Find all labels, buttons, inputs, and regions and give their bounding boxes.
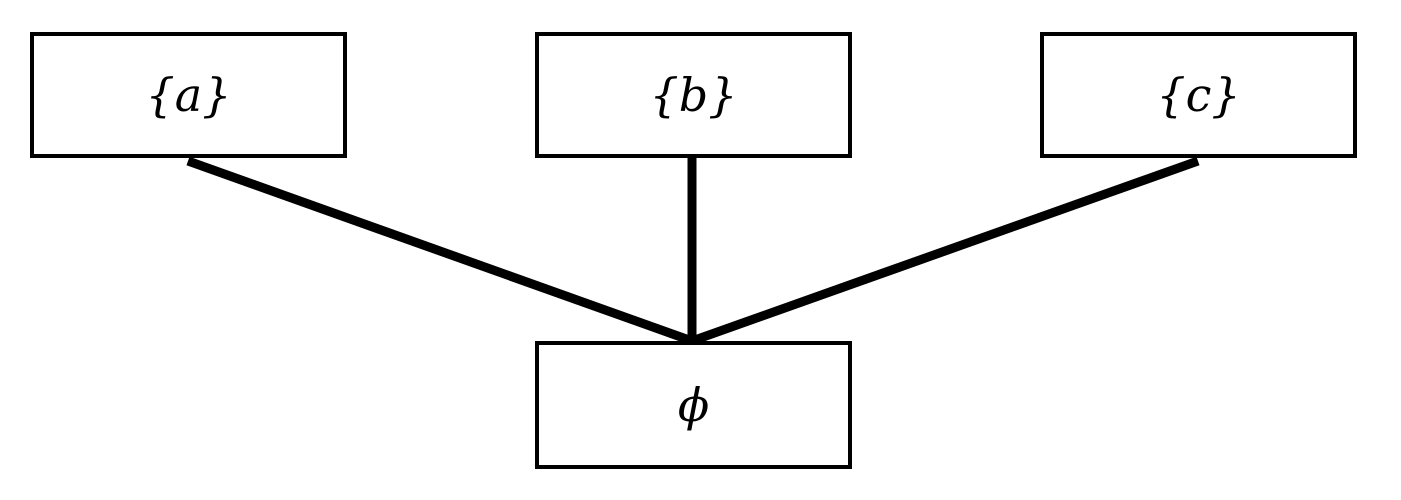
node-empty-set-label: ϕ [677,378,710,432]
node-set-b: {b} [535,32,852,158]
node-set-c: {c} [1040,32,1357,158]
node-set-b-label: {b} [649,68,738,122]
node-set-a-label: {a} [145,68,232,122]
node-set-a: {a} [30,32,347,158]
edge-c-to-empty [690,156,1200,346]
node-empty-set: ϕ [535,341,852,469]
node-set-c-label: {c} [1156,68,1241,122]
edge-a-to-empty [186,156,694,346]
